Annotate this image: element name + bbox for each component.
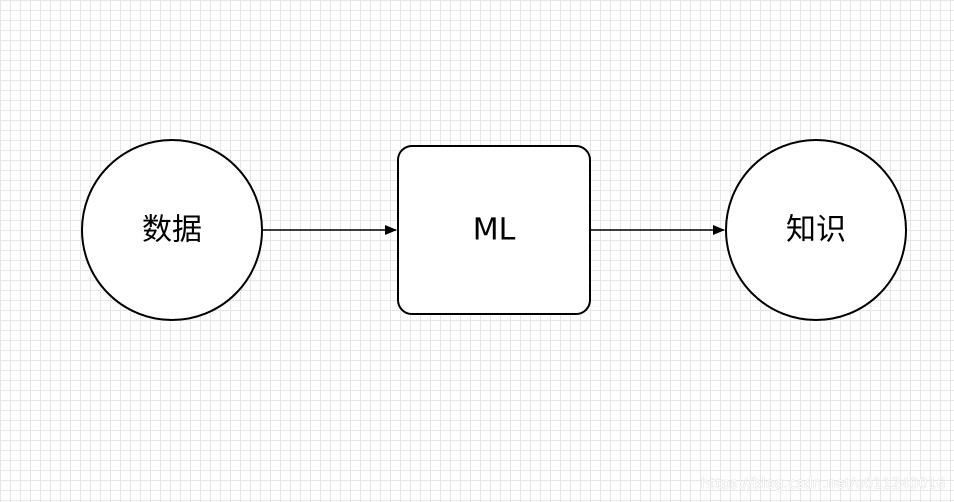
node-data[interactable]: 数据 bbox=[81, 139, 263, 321]
node-ml-label: ML bbox=[473, 213, 516, 248]
node-data-label: 数据 bbox=[142, 213, 202, 248]
node-knowledge-label: 知识 bbox=[786, 213, 846, 248]
node-knowledge[interactable]: 知识 bbox=[725, 139, 907, 321]
node-ml[interactable]: ML bbox=[397, 145, 591, 315]
node-knowledge-circle bbox=[725, 139, 907, 321]
watermark-text: https://blog.csdn.net/u011240016 bbox=[700, 476, 946, 492]
